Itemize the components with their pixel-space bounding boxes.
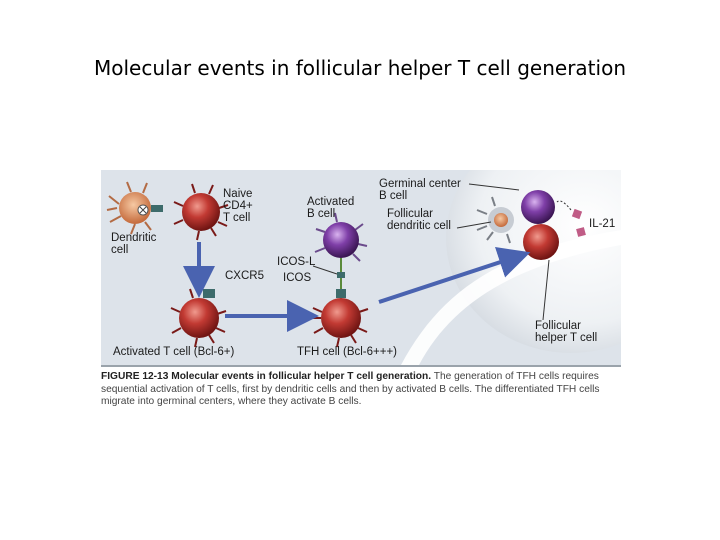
slide-title: Molecular events in follicular helper T … <box>94 56 626 80</box>
mhc-tcr-contact <box>151 205 163 212</box>
activated-b-cell <box>314 212 368 262</box>
figure-caption: FIGURE 12-13 Molecular events in follicu… <box>101 371 623 409</box>
germinal-center-swoosh <box>401 230 621 365</box>
activated-t-cell <box>170 288 227 348</box>
label-icos: ICOS <box>283 272 312 284</box>
il21-arrow <box>556 200 572 211</box>
label-cxcr5: CXCR5 <box>225 270 264 282</box>
label-il21: IL-21 <box>589 218 616 230</box>
diagram-graphics <box>106 170 621 365</box>
caption-heading: FIGURE 12-13 Molecular events in follicu… <box>101 371 432 382</box>
arrow-to-gc <box>378 247 531 304</box>
naive-t-cell <box>173 183 229 241</box>
label-activated-t-cell: Activated T cell (Bcl-6+) <box>113 346 235 358</box>
caption-text: The generation of TFH cells requires seq… <box>101 371 600 408</box>
label-tfh-cell: TFH cell (Bcl-6+++) <box>297 346 398 358</box>
germinal-center-b-cell <box>521 190 555 224</box>
dendritic-cell <box>106 181 152 235</box>
tfh-cell <box>312 289 369 348</box>
label-icos-l: ICOS-L <box>277 256 316 268</box>
follicular-dendritic-cell <box>476 196 514 244</box>
caption-divider <box>101 365 621 367</box>
follicular-helper-t-cell <box>523 224 559 260</box>
il21-square-1 <box>571 208 583 220</box>
il21-square-2 <box>576 227 586 237</box>
